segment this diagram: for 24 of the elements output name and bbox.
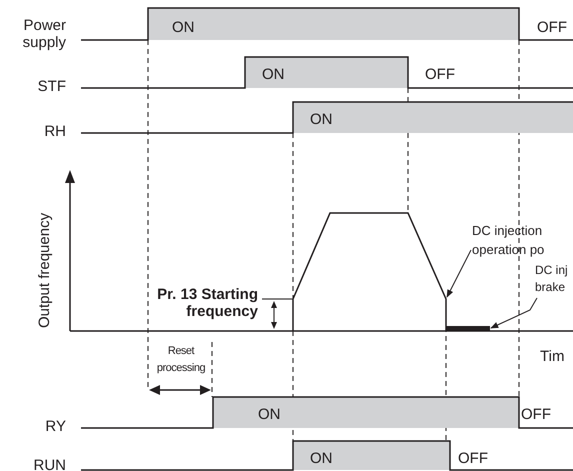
leader-line xyxy=(446,250,472,298)
state-label: ON xyxy=(310,450,334,468)
state-label: ON xyxy=(258,406,282,424)
annotation-text: Reset processing xyxy=(156,344,206,376)
state-label: ON xyxy=(310,111,334,128)
state-label: ON xyxy=(262,66,286,84)
signal-name: RUN xyxy=(32,457,66,471)
annotation-text: DC inj brake xyxy=(535,262,573,297)
brake-bar xyxy=(446,326,490,331)
axis-label: Output frequency xyxy=(36,212,53,328)
annotation-text: Pr. 13 Starting frequency xyxy=(156,286,258,320)
state-label: OFF xyxy=(537,19,568,36)
signal-name: STF xyxy=(36,78,66,96)
annotation-text: DC injection operation po xyxy=(472,222,556,260)
state-label: OFF xyxy=(425,66,456,84)
frequency-curve xyxy=(292,212,447,331)
state-label: OFF xyxy=(521,406,552,424)
axis-label: Tim xyxy=(540,348,566,366)
state-label: OFF xyxy=(458,450,489,468)
state-label: ON xyxy=(172,19,196,36)
signal-name: Power supply xyxy=(22,17,66,52)
signal-name: RY xyxy=(44,418,66,436)
leader-line xyxy=(490,298,538,328)
signal-name: RH xyxy=(43,123,66,140)
